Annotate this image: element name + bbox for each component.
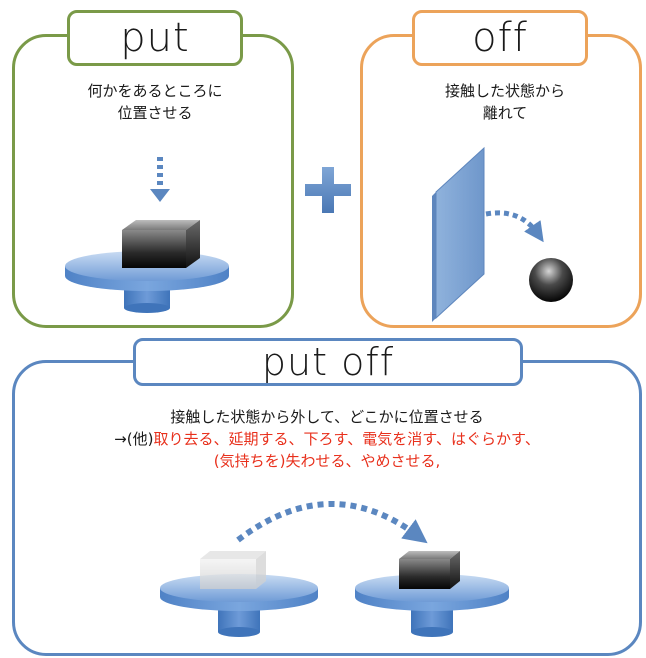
definition-meanings-1: 取り去る、延期する、下ろす、電気を消す、はぐらかす、 [153, 430, 540, 448]
definition-line2: →(他)取り去る、延期する、下ろす、電気を消す、はぐらかす、 [20, 428, 634, 450]
dashed-curved-arrow-icon [485, 210, 544, 243]
put-description: 何かをあるところに 位置させる [20, 80, 290, 124]
put-desc-line2: 位置させる [117, 104, 193, 122]
put-off-panel [12, 360, 642, 656]
put-desc-line1: 何かをあるところに [87, 82, 223, 100]
definition-meanings-2: (気持ちを)失わせる、やめさせる, [213, 452, 441, 470]
put-off-title: put off [133, 338, 523, 386]
pedestal-put [65, 251, 229, 313]
off-panel [360, 34, 642, 328]
cube-placed [122, 220, 200, 268]
off-desc-line2: 離れて [482, 104, 528, 122]
definition-prefix: →(他) [114, 430, 154, 448]
wall [432, 146, 485, 322]
put-title: put [67, 10, 243, 66]
put-off-definition: 接触した状態から外して、どこかに位置させる →(他)取り去る、延期する、下ろす、… [20, 406, 634, 472]
off-desc-line1: 接触した状態から [444, 82, 565, 100]
ball [529, 258, 573, 302]
definition-line1: 接触した状態から外して、どこかに位置させる [170, 408, 484, 426]
cube-ghost [200, 551, 266, 589]
plus-icon [305, 167, 351, 213]
cube-moved [399, 551, 460, 589]
off-title: off [412, 10, 588, 66]
off-description: 接触した状態から 離れて [370, 80, 640, 124]
dashed-arc-arrow-icon [236, 501, 428, 544]
dashed-arrow-down-icon [150, 157, 170, 202]
